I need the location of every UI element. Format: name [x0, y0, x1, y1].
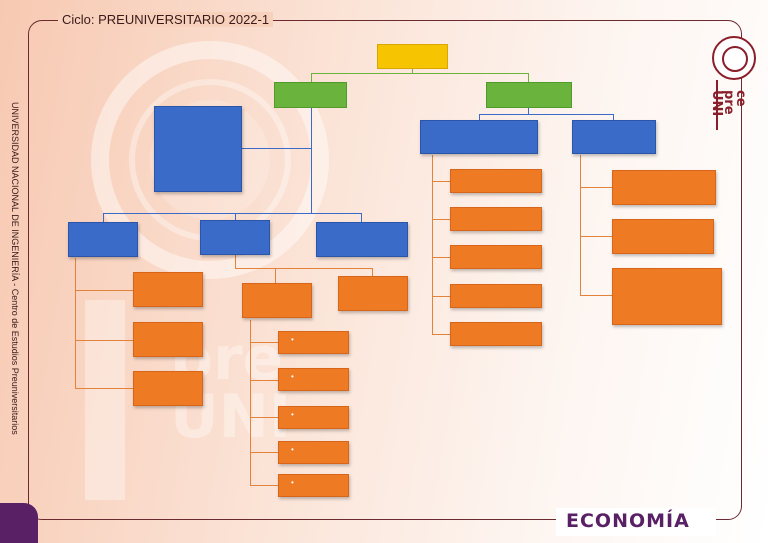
leaf-node[interactable] [133, 322, 203, 357]
connector [613, 114, 614, 120]
connector [242, 148, 312, 149]
leaf-node[interactable] [133, 272, 203, 307]
connector [432, 334, 450, 335]
level1-node-right[interactable] [486, 82, 572, 108]
leaf-node[interactable] [450, 284, 542, 308]
connector [275, 268, 276, 283]
connector [528, 73, 529, 83]
connector [479, 114, 614, 115]
connector [412, 68, 413, 73]
connector [580, 295, 612, 296]
connector [250, 417, 278, 418]
bullet-leaf-node[interactable]: • [278, 368, 349, 391]
bullet-leaf-node[interactable]: • [278, 441, 349, 464]
footer-title-backdrop [556, 508, 716, 536]
connector [372, 268, 373, 276]
connector [75, 258, 76, 388]
right-branch-node-2[interactable] [572, 120, 656, 154]
leaf-node[interactable] [612, 170, 716, 205]
connector [103, 213, 362, 214]
footer-corner-tab [0, 503, 38, 543]
left-large-node[interactable] [154, 106, 242, 192]
leaf-node[interactable] [450, 322, 542, 346]
leaf-node[interactable] [612, 268, 722, 325]
connector [432, 219, 450, 220]
leaf-node[interactable] [450, 207, 542, 231]
bullet-icon: • [291, 445, 294, 454]
bullet-leaf-node[interactable]: • [278, 406, 349, 429]
connector [528, 108, 529, 114]
connector [580, 236, 612, 237]
connector [479, 114, 480, 120]
right-branch-node-1[interactable] [420, 120, 538, 154]
connector [250, 380, 278, 381]
left-branch-node-1[interactable] [68, 222, 138, 257]
connector [235, 268, 373, 269]
sub-branch-node-1[interactable] [242, 283, 312, 318]
uni-logo-icon [712, 36, 756, 80]
subject-title: ECONOMÍA [566, 510, 690, 532]
connector [311, 73, 529, 74]
sub-branch-node-2[interactable] [338, 276, 408, 311]
ceprelogo-watermark-bar [85, 300, 125, 500]
connector [75, 290, 133, 291]
connector [235, 213, 236, 221]
leaf-node[interactable] [612, 219, 714, 254]
slide-frame [28, 20, 742, 520]
leaf-node[interactable] [133, 371, 203, 406]
connector [432, 257, 450, 258]
level1-node-left[interactable] [274, 82, 347, 108]
connector [311, 108, 312, 214]
connector [250, 452, 278, 453]
cepre-uni-logo-text: ce pre UNI [709, 90, 748, 117]
connector [250, 342, 278, 343]
connector [580, 155, 581, 296]
connector [75, 340, 133, 341]
connector [103, 213, 104, 223]
leaf-node[interactable] [450, 169, 542, 193]
connector [75, 388, 133, 389]
connector [250, 320, 251, 486]
connector [250, 485, 278, 486]
cycle-title: Ciclo: PREUNIVERSITARIO 2022-1 [58, 12, 274, 27]
bullet-icon: • [291, 372, 294, 381]
bullet-icon: • [291, 478, 294, 487]
bullet-icon: • [291, 410, 294, 419]
left-branch-node-2[interactable] [200, 220, 270, 255]
root-node[interactable] [377, 44, 448, 69]
logo-divider [716, 80, 718, 130]
connector [580, 187, 612, 188]
bullet-leaf-node[interactable]: • [278, 331, 349, 354]
bullet-icon: • [291, 335, 294, 344]
connector [432, 181, 450, 182]
bullet-leaf-node[interactable]: • [278, 474, 349, 497]
left-branch-node-3[interactable] [316, 222, 408, 257]
connector [361, 213, 362, 223]
institution-sidebar-text: UNIVERSIDAD NACIONAL DE INGENIERÍA - Cen… [10, 102, 20, 435]
connector [235, 255, 236, 269]
connector [432, 155, 433, 335]
connector [432, 296, 450, 297]
connector [311, 73, 312, 83]
leaf-node[interactable] [450, 245, 542, 269]
